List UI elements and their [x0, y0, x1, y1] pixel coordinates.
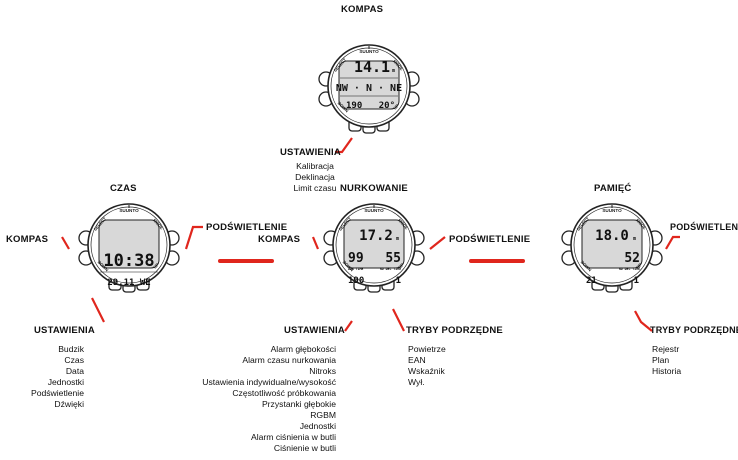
- list-item: Plan: [652, 355, 670, 365]
- lcd-text: UP: [635, 262, 643, 270]
- memory-submodes-line: [634, 310, 653, 332]
- lcd-text: UP: [397, 262, 405, 270]
- lcd-text: 1: [634, 276, 639, 286]
- lcd-text: m: [396, 236, 399, 242]
- list-item: Dźwięki: [54, 399, 84, 409]
- dive-kompas-line: [311, 236, 320, 250]
- lcd-text: NO DEC TIME: [380, 267, 401, 271]
- lcd-text: 52: [624, 251, 640, 266]
- time-backlight-line: [184, 225, 203, 250]
- list-item: Alarm czasu nurkowania: [242, 355, 336, 365]
- list-item: Nitroks: [309, 366, 336, 376]
- compass-settings-list: Kalibracja Deklinacja Limit czasu: [270, 161, 360, 194]
- lcd-text: UP: [152, 262, 160, 270]
- list-item: Jednostki: [47, 377, 84, 387]
- list-item: Alarm głębokości: [270, 344, 336, 354]
- lcd-text: 18.0: [595, 228, 629, 244]
- lcd-text: NO DEC TIME: [619, 267, 640, 271]
- time-kompas-line: [61, 236, 70, 250]
- list-item: Powietrze: [408, 344, 446, 354]
- memory-backlight-label: PODŚWIETLENIE: [670, 222, 738, 232]
- memory-watch: [561, 203, 663, 293]
- lcd-text: 20°: [379, 101, 395, 111]
- list-item: Podświetlenie: [30, 388, 84, 398]
- compass-title: KOMPAS: [341, 4, 384, 15]
- list-item: Kalibracja: [296, 161, 334, 171]
- list-item: Deklinacja: [295, 172, 335, 182]
- time-kompas-label: KOMPAS: [6, 234, 49, 245]
- lcd-text: 21: [586, 276, 597, 286]
- compass-settings-line: [335, 137, 353, 154]
- memory-submodes-label: TRYBY PODRZĘDNE: [650, 325, 738, 335]
- lcd-text: 10:38: [103, 251, 154, 271]
- list-item: Wskaźnik: [408, 366, 445, 376]
- compass-settings-label: USTAWIENIA: [280, 147, 341, 158]
- list-item: Przystanki głębokie: [261, 399, 336, 409]
- lcd-text: 17.2: [359, 228, 393, 244]
- dive-settings-line: [344, 320, 353, 332]
- lcd-text: 29.11 WE: [107, 278, 150, 288]
- dive-submodes-line: [392, 308, 405, 332]
- dive-title: NURKOWANIE: [340, 183, 408, 194]
- lcd-text: 99: [348, 251, 364, 266]
- lcd-text: 14.1: [354, 58, 390, 76]
- memory-submodes-list: Rejestr Plan Historia: [652, 344, 681, 377]
- list-item: EAN: [408, 355, 426, 365]
- memory-title: PAMIĘĆ: [594, 183, 632, 194]
- dive-submodes-list: Powietrze EAN Wskaźnik Wył.: [408, 344, 446, 388]
- brand-text: SUUNTO: [364, 208, 384, 213]
- dive-settings-label: USTAWIENIA: [284, 325, 345, 336]
- time-backlight-label: PODŚWIETLENIE: [206, 222, 288, 233]
- dive-kompas-label: KOMPAS: [258, 234, 301, 245]
- dive-backlight-label: PODŚWIETLENIE: [449, 234, 531, 245]
- list-item: Ciśnienie w butli: [273, 443, 336, 453]
- list-item: Ustawienia indywidualne/wysokość: [202, 377, 336, 387]
- lcd-text: m: [392, 68, 395, 74]
- lcd-text: m: [633, 236, 636, 242]
- list-item: Częstotliwość próbkowania: [232, 388, 336, 398]
- lcd-text: 1: [396, 276, 401, 286]
- time-title: CZAS: [110, 183, 137, 194]
- list-item: Czas: [64, 355, 84, 365]
- lcd-text: AIR TIME: [348, 267, 363, 271]
- list-item: Alarm ciśnienia w butli: [250, 432, 336, 442]
- time-settings-line: [91, 297, 105, 323]
- list-item: Rejestr: [652, 344, 680, 354]
- list-item: Historia: [652, 366, 682, 376]
- dive-settings-list: Alarm głębokości Alarm czasu nurkowania …: [170, 344, 336, 454]
- list-item: Budzik: [58, 344, 84, 354]
- dive-backlight-line: [429, 236, 446, 250]
- lcd-text: 190: [346, 101, 362, 111]
- brand-text: SUUNTO: [359, 49, 379, 54]
- dive-submodes-label: TRYBY PODRZĘDNE: [406, 325, 503, 336]
- list-item: Limit czasu: [293, 183, 337, 193]
- time-settings-list: Budzik Czas Data Jednostki Podświetlenie…: [0, 344, 84, 410]
- lcd-text: NW · N · NE: [336, 83, 402, 94]
- lcd-text: 55: [385, 251, 401, 266]
- list-item: Wył.: [408, 377, 425, 387]
- list-item: Data: [65, 366, 84, 376]
- lcd-text: UP: [392, 103, 400, 111]
- brand-text: SUUNTO: [602, 208, 622, 213]
- list-item: Jednostki: [299, 421, 336, 431]
- dive-watch: [323, 203, 425, 293]
- lcd-text: 190: [348, 276, 364, 286]
- time-settings-label: USTAWIENIA: [34, 325, 95, 336]
- memory-backlight-line: [665, 235, 680, 250]
- brand-text: SUUNTO: [119, 208, 139, 213]
- list-item: RGBM: [310, 410, 336, 420]
